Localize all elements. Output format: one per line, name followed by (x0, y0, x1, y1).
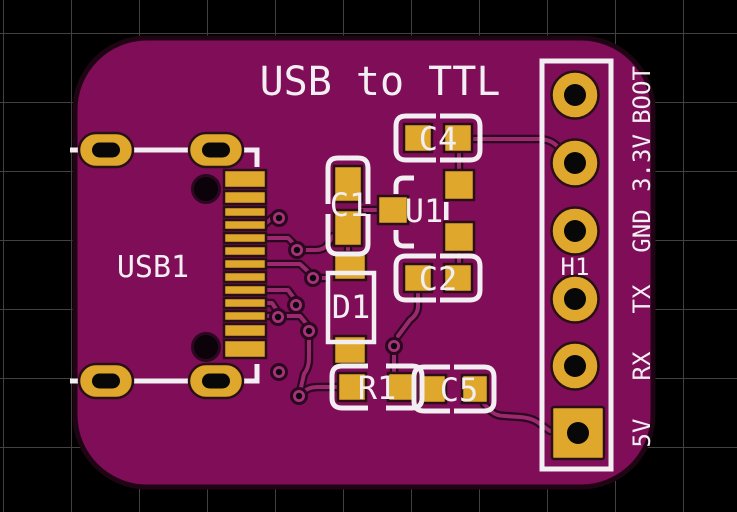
c1-ref-label: C1 (330, 186, 369, 224)
c1-bracket (325, 155, 371, 204)
pad (442, 122, 474, 154)
via (385, 337, 403, 355)
usb-shield-pad[interactable] (187, 131, 245, 169)
resistor-r1[interactable] (336, 371, 418, 403)
pad (402, 262, 434, 294)
pad (332, 208, 364, 248)
usb1-ref-label: USB1 (117, 250, 189, 285)
header-pin-labels: BOOT 3.3V GND TX RX 5V (628, 66, 656, 447)
usb-shield-pad[interactable] (77, 131, 135, 169)
pad (332, 250, 368, 282)
via (288, 241, 306, 259)
pad (460, 373, 490, 405)
pad (376, 194, 410, 226)
c4-bracket (393, 113, 436, 163)
pin-label-gnd: GND (628, 209, 656, 252)
c4-ref-label: C4 (419, 120, 458, 158)
c5-ref-label: C5 (440, 371, 479, 409)
capacitor-c2[interactable] (402, 262, 474, 294)
pin-3v3[interactable] (550, 138, 600, 188)
capacitor-c1[interactable] (332, 164, 364, 248)
r1-ref-label: R1 (358, 369, 397, 407)
via (270, 209, 288, 227)
vias[interactable] (269, 209, 403, 405)
c2-bracket (393, 253, 436, 303)
via (270, 363, 288, 381)
pin-label-boot: BOOT (628, 66, 656, 124)
u1-ref-label: U1 (405, 192, 444, 230)
pad (442, 262, 474, 294)
d1-ref-label: D1 (332, 288, 371, 326)
pin-boot[interactable] (550, 70, 600, 120)
ic-u1[interactable] (376, 168, 476, 254)
pin-label-5v: 5V (628, 419, 656, 448)
usb-shield-pad[interactable] (77, 362, 135, 400)
usb-connector[interactable] (77, 131, 268, 400)
c2-ref-label: C2 (419, 260, 458, 298)
pad (442, 220, 476, 254)
pad (332, 164, 364, 204)
pin-label-rx: RX (628, 351, 656, 380)
pin-gnd[interactable] (550, 206, 600, 256)
c5-bracket (411, 364, 450, 414)
c5-bracket (454, 364, 497, 414)
pin-label-3v3: 3.3V (628, 134, 656, 192)
usb-pin-pads[interactable] (222, 168, 268, 360)
r1-bracket (329, 363, 368, 411)
board-title: USB to TTL (260, 59, 501, 105)
usb-shield-pad[interactable] (187, 362, 245, 400)
u1-corner (393, 175, 414, 194)
header-silkscreen-outline (539, 58, 614, 472)
header-h1[interactable] (550, 70, 606, 461)
u1-corner (393, 230, 414, 249)
usb-alignment-hole (191, 332, 221, 362)
c4-bracket (440, 113, 483, 163)
pad (442, 168, 476, 202)
silkscreen-outlines (325, 113, 497, 414)
c2-bracket (440, 253, 483, 303)
pin-label-tx: TX (628, 284, 656, 313)
c1-bracket (325, 214, 371, 257)
via (269, 308, 287, 326)
via (290, 387, 308, 405)
capacitor-c4[interactable] (402, 122, 474, 154)
via (300, 322, 318, 340)
pad (336, 371, 368, 403)
u1-pin1-tick (444, 202, 449, 220)
pin-tx[interactable] (550, 274, 600, 324)
pin-rx[interactable] (550, 341, 600, 391)
diode-d1[interactable] (332, 250, 368, 366)
h1-ref-label: H1 (561, 253, 590, 281)
via (304, 269, 322, 287)
usb-alignment-hole (191, 174, 221, 204)
pin-5v[interactable] (550, 405, 606, 461)
d1-outline (325, 270, 377, 345)
via (287, 296, 305, 314)
pad (402, 122, 434, 154)
